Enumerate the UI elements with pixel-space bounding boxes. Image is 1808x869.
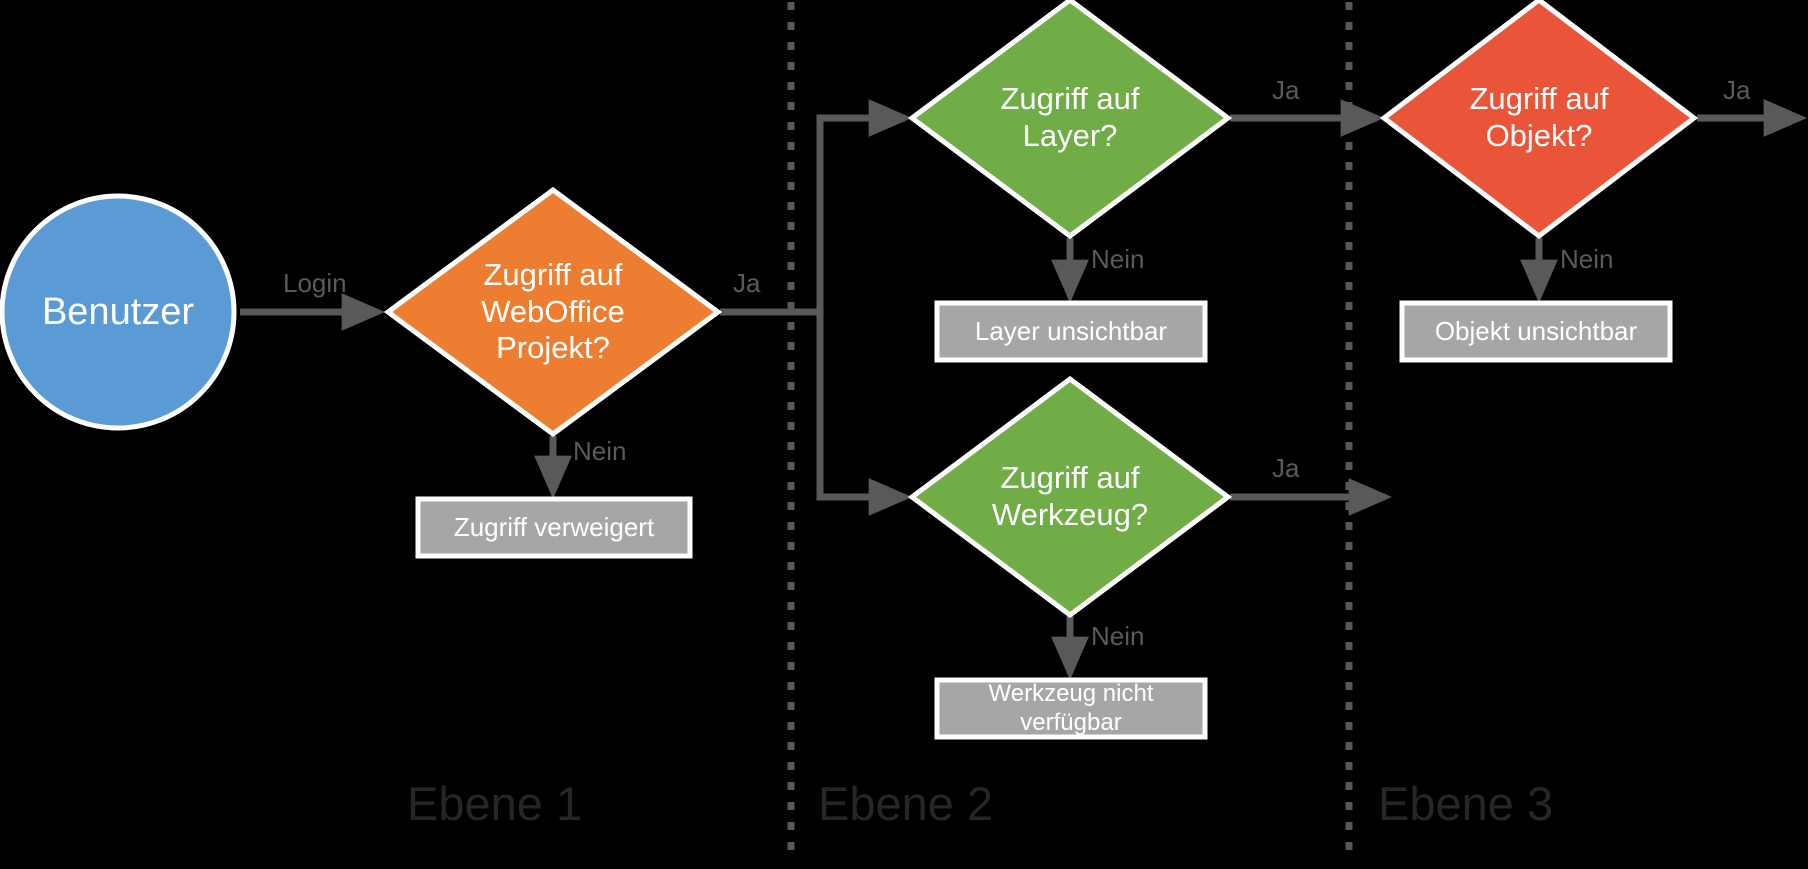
edge-label-objekt-nein: Nein <box>1560 244 1614 274</box>
edge-label-layer-ja: Ja <box>1272 75 1300 105</box>
edge-label-werkzeug-ja: Ja <box>1272 453 1300 483</box>
lane-label-ebene-3: Ebene 3 <box>1378 777 1554 830</box>
edge-label-login: Login <box>283 268 347 298</box>
node-zugriff-verweigert[interactable] <box>415 496 693 559</box>
lane-label-ebene-1: Ebene 1 <box>407 777 583 830</box>
connector-split-down <box>816 312 913 516</box>
edge-label-werkzeug-nein: Nein <box>1091 621 1145 651</box>
node-zugriff-objekt[interactable] <box>1379 0 1699 240</box>
node-objekt-unsichtbar[interactable] <box>1399 300 1673 363</box>
node-zugriff-weboffice-projekt[interactable] <box>383 186 723 438</box>
lane-label-ebene-2: Ebene 2 <box>818 777 994 830</box>
node-group <box>0 0 1699 740</box>
connector-split-up <box>816 99 913 312</box>
node-zugriff-layer[interactable] <box>907 0 1233 240</box>
node-benutzer[interactable] <box>0 193 237 431</box>
connector-group <box>240 99 1808 681</box>
edge-label-projekt-ja: Ja <box>733 268 761 298</box>
edge-label-projekt-nein: Nein <box>573 436 627 466</box>
edge-label-layer-nein: Nein <box>1091 244 1145 274</box>
node-layer-unsichtbar[interactable] <box>934 300 1208 363</box>
node-zugriff-werkzeug[interactable] <box>907 375 1233 619</box>
node-werkzeug-nicht-verfuegbar[interactable] <box>934 677 1208 740</box>
edge-label-objekt-ja: Ja <box>1723 75 1751 105</box>
lane-divider-group <box>787 2 1353 860</box>
